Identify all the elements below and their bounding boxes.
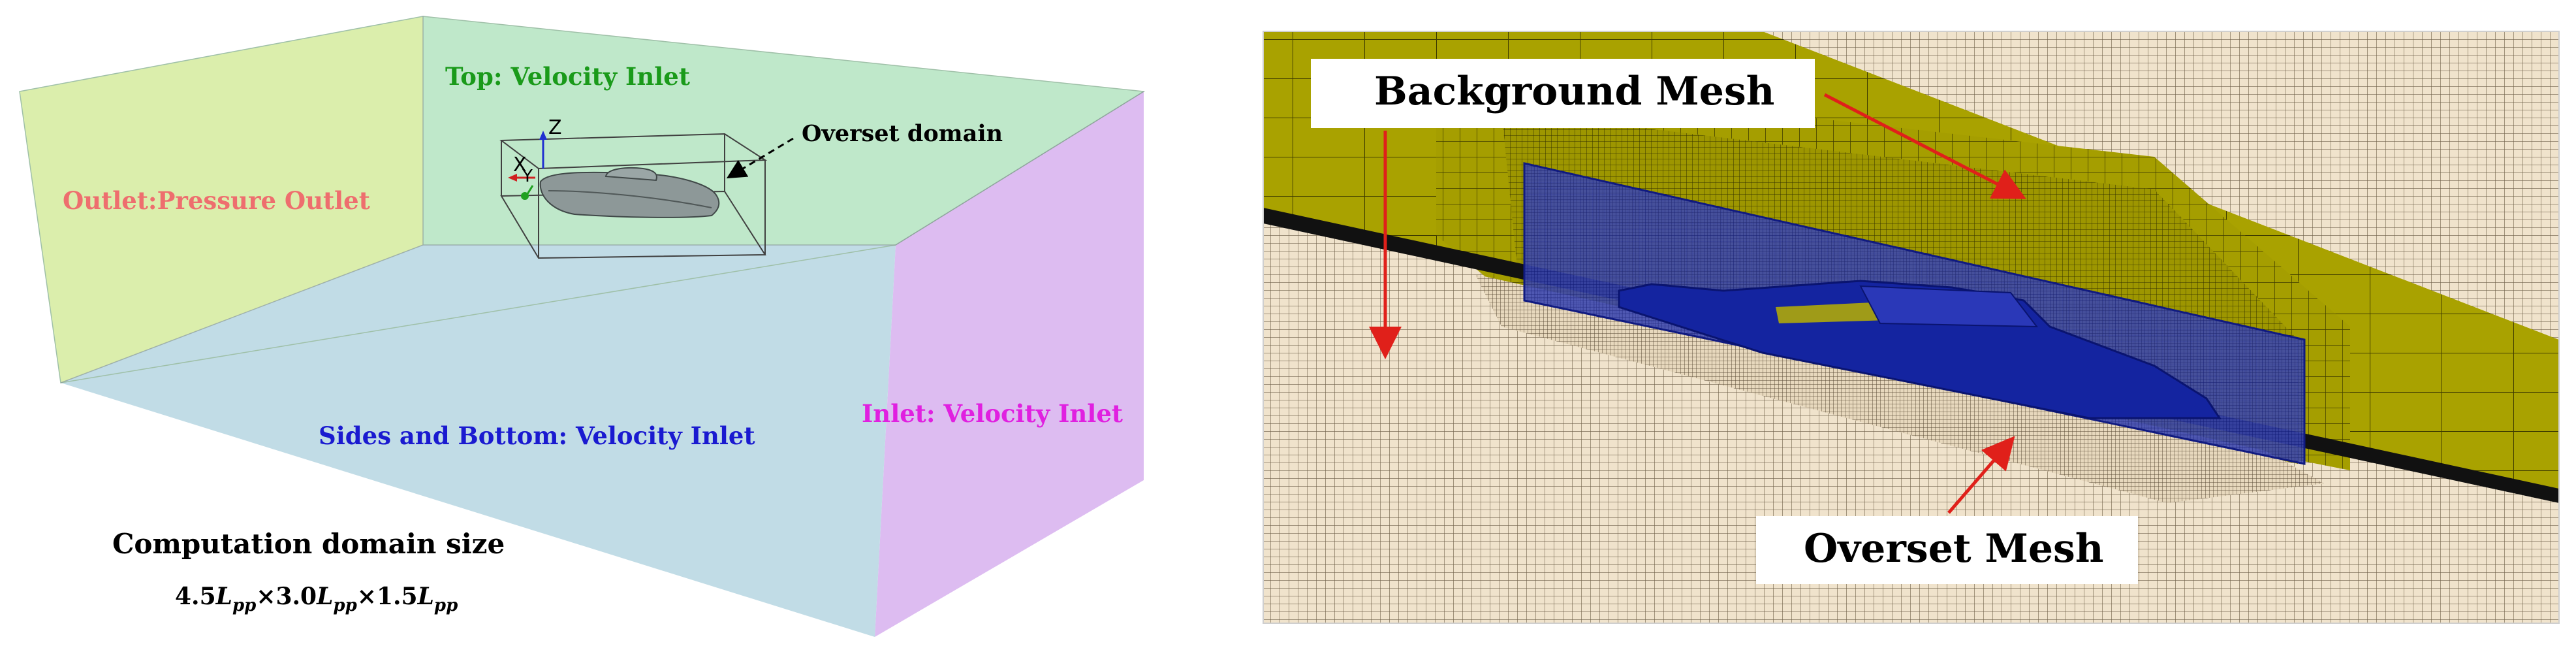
submarine-hull xyxy=(539,167,720,218)
domain-size-title: Computation domain size xyxy=(112,528,505,560)
axis-z-label: Z xyxy=(548,116,562,139)
axis-y-label: Y xyxy=(522,167,533,186)
overset-mesh-label-box xyxy=(1756,516,2138,584)
axis-triad: Z X Y xyxy=(508,116,562,200)
inlet-boundary-label: Inlet: Velocity Inlet xyxy=(862,399,1123,428)
overset-callout-arrow xyxy=(726,137,794,179)
overset-hull xyxy=(1618,280,2222,419)
overset-domain-label: Overset domain xyxy=(802,120,1003,147)
background-arrow-right xyxy=(1823,93,2026,199)
background-mesh-label: Background Mesh xyxy=(1374,69,1774,114)
axis-x-label: X xyxy=(513,154,527,176)
background-mesh-label-box xyxy=(1311,59,1815,128)
sides-face xyxy=(61,245,896,637)
top-boundary-label: Top: Velocity Inlet xyxy=(445,62,690,91)
overset-mesh-label: Overset Mesh xyxy=(1804,526,2103,572)
inlet-face xyxy=(875,91,1144,637)
sides-boundary-label: Sides and Bottom: Velocity Inlet xyxy=(319,421,755,450)
domain-size-formula: 4.5Lpp×3.0Lpp×1.5Lpp xyxy=(175,583,458,615)
overset-arrow xyxy=(1947,436,2015,514)
outlet-boundary-label: Outlet:Pressure Outlet xyxy=(63,186,370,215)
outlet-face xyxy=(20,16,423,383)
